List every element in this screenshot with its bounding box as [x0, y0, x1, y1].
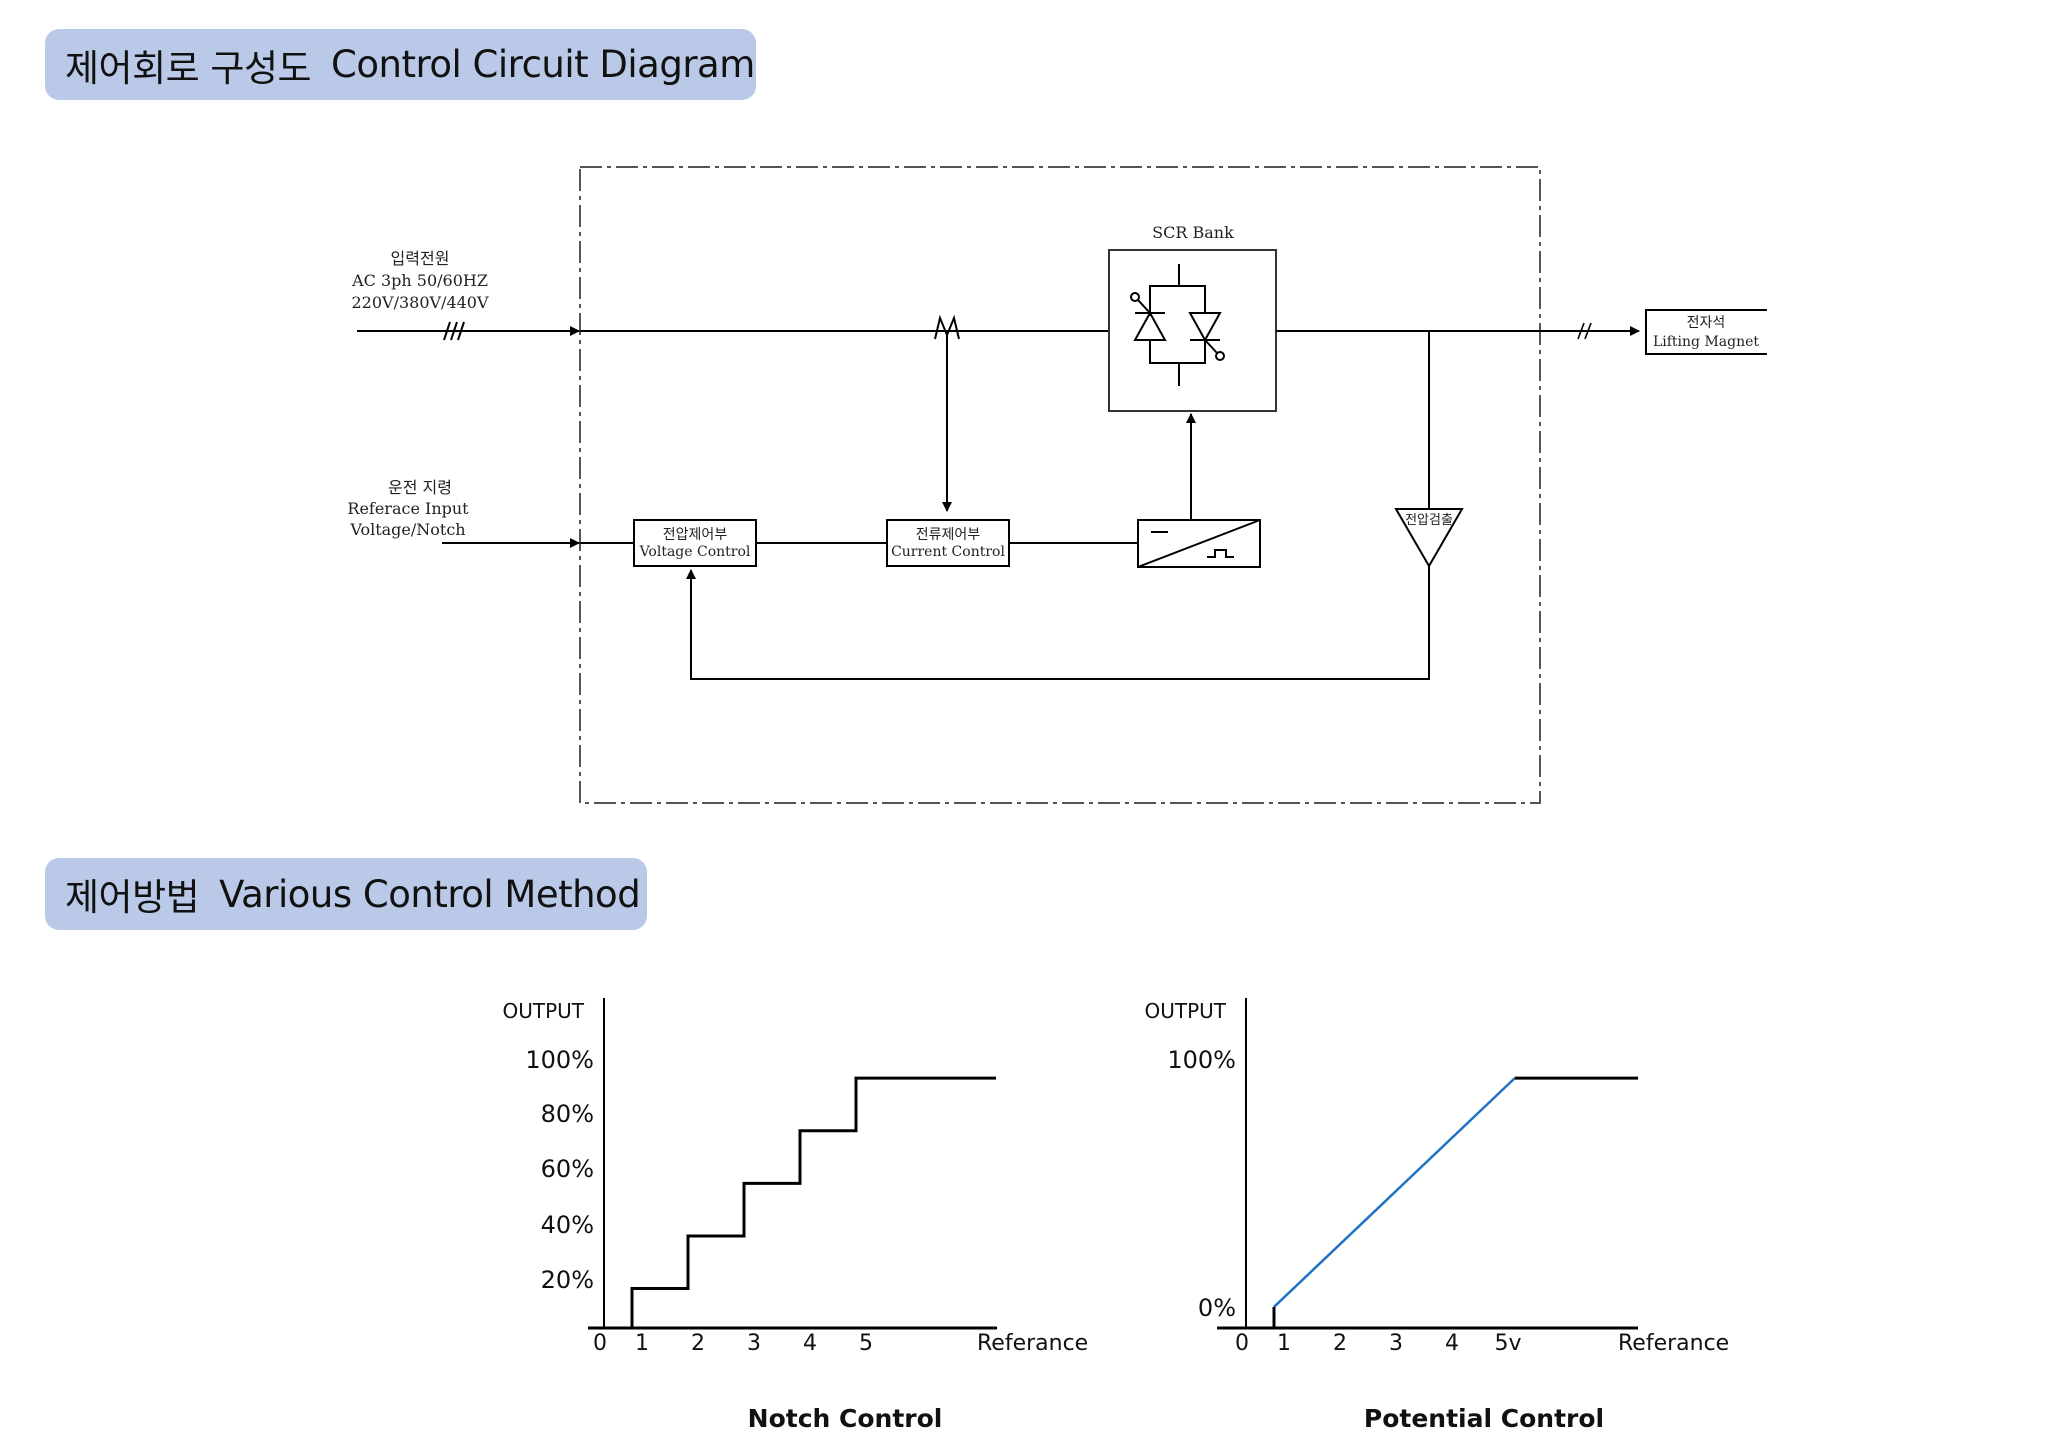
voltage-control-korean: 전압제어부: [663, 527, 728, 543]
x-tick-label: 0: [593, 1331, 607, 1356]
reference-input-korean: 운전 지령: [388, 478, 452, 497]
two-phase-mark-icon: [1577, 322, 1592, 340]
lifting-magnet-box: [1645, 309, 1767, 355]
y-axis-label: OUTPUT: [502, 999, 584, 1023]
notch-control-chart: OUTPUT Referance 20% 40% 60% 80% 100% 0 1 2 3 4 5Not…: [502, 998, 1088, 1433]
x-tick-label: 3: [1389, 1331, 1403, 1356]
dc-to-pulse-converter-icon: [1137, 519, 1261, 568]
voltage-control-label: Voltage Control: [639, 544, 751, 560]
series-line-ramp: [1273, 1077, 1516, 1308]
series-line-output: [630, 1076, 996, 1328]
current-control-box: [886, 519, 1010, 567]
reference-input-type: Voltage/Notch: [349, 520, 465, 539]
x-tick-label: 2: [691, 1331, 705, 1356]
section-header-english: Various Control Method: [219, 872, 641, 916]
current-control-korean: 전류제어부: [916, 527, 981, 543]
section-header-english: Control Circuit Diagram: [331, 43, 755, 86]
voltage-control-box: [633, 519, 757, 567]
chart-title: Notch Control: [748, 1404, 943, 1433]
x-tick-label: 2: [1333, 1331, 1347, 1356]
x-tick-label: 1: [1277, 1331, 1291, 1356]
current-control-label: Current Control: [891, 544, 1005, 560]
y-tick-label: 80%: [541, 1100, 594, 1128]
power-input-spec: AC 3ph 50/60HZ: [351, 271, 488, 290]
x-axis-label: Referance: [1618, 1331, 1729, 1356]
reference-input-label: Referace Input: [347, 499, 469, 518]
y-tick-label: 100%: [1167, 1046, 1236, 1074]
x-axis-label: Referance: [977, 1331, 1088, 1356]
voltage-feedback-loop: [686, 566, 1430, 680]
thyristor-pair-icon: [1130, 264, 1225, 386]
x-tick-label: 5: [859, 1331, 873, 1356]
x-tick-label: 0: [1235, 1331, 1249, 1356]
lifting-magnet-korean: 전자석: [1687, 315, 1726, 331]
scr-bank-box: [1108, 249, 1277, 412]
x-tick-label: 4: [1445, 1331, 1459, 1356]
chart-title: Potential Control: [1364, 1404, 1604, 1433]
scr-bank-label: SCR Bank: [1152, 223, 1234, 242]
power-input-voltage: 220V/380V/440V: [351, 293, 489, 312]
y-axis-label: OUTPUT: [1144, 999, 1226, 1023]
voltage-detector-triangle: [1394, 508, 1464, 568]
y-tick-label: 40%: [541, 1211, 594, 1239]
section-header-control-circuit: 제어회로 구성도 Control Circuit Diagram: [45, 29, 756, 100]
section-header-korean: 제어방법: [65, 876, 200, 919]
three-phase-mark-icon: [443, 321, 465, 341]
voltage-detector-label: 전압검출: [1405, 513, 1453, 528]
section-header-korean: 제어회로 구성도: [65, 46, 312, 90]
y-tick-label: 100%: [525, 1046, 594, 1074]
x-tick-label: 3: [747, 1331, 761, 1356]
x-tick-label: 4: [803, 1331, 817, 1356]
y-tick-label: 60%: [541, 1155, 594, 1183]
x-tick-label: 5v: [1494, 1331, 1521, 1356]
x-tick-label: 1: [635, 1331, 649, 1356]
lifting-magnet-label: Lifting Magnet: [1653, 334, 1759, 350]
section-header-control-method: 제어방법 Various Control Method: [45, 858, 647, 930]
power-input-korean: 입력전원: [391, 249, 450, 268]
y-tick-label: 0%: [1198, 1294, 1236, 1322]
y-tick-label: 20%: [541, 1266, 594, 1294]
controller-enclosure: [579, 166, 1541, 804]
